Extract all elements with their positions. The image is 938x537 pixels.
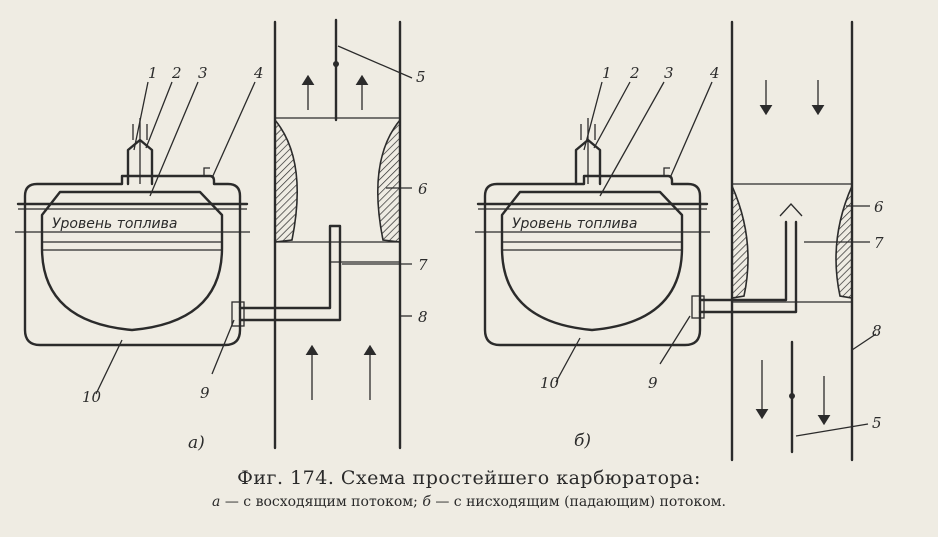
panel-b: 1 2 3 4 5 6 7 8 9 10 Уровень топлива б): [475, 20, 884, 462]
callout-a-3: 3: [198, 64, 208, 82]
float-a: [40, 190, 224, 332]
venturi-right-a: [376, 117, 401, 243]
float-b: [500, 190, 684, 332]
callout-b-1: 1: [602, 64, 612, 82]
callout-a-10: 10: [82, 388, 102, 406]
callout-a-2: 2: [171, 64, 182, 82]
jet-nozzle-a: [238, 224, 342, 322]
fuel-level-label-b: Уровень топлива: [512, 216, 637, 232]
callout-a-5: 5: [416, 68, 426, 86]
caption-text-b: — с нисходящим (падающим) потоком.: [430, 494, 726, 510]
callout-b-3: 3: [664, 64, 674, 82]
calibrated-jet-a: [231, 301, 245, 327]
venturi-left-b: [731, 185, 749, 299]
jet-nozzle-b: [698, 220, 798, 314]
caption-letter-b: б: [422, 494, 431, 510]
fuel-level-label-a: Уровень топлива: [52, 216, 177, 232]
callout-b-2: 2: [629, 64, 640, 82]
callout-a-8: 8: [418, 308, 428, 326]
venturi-left-a: [274, 117, 299, 243]
callout-b-6: 6: [874, 198, 884, 216]
callout-b-10: 10: [540, 374, 560, 392]
float-chamber-a: [23, 174, 242, 347]
callout-a-1: 1: [148, 64, 158, 82]
callout-b-9: 9: [648, 374, 658, 392]
callout-a-4: 4: [253, 64, 264, 82]
caption-letter-a: а: [212, 494, 221, 510]
caption-title: Фиг. 174. Схема простейшего карбюратора:: [237, 467, 701, 489]
panel-label-b: б): [574, 431, 591, 451]
caption-subtitle: а — с восходящим потоком; б — с нисходящ…: [0, 492, 938, 512]
float-chamber-b: [483, 174, 702, 347]
caption-text-a: — с восходящим потоком;: [220, 494, 423, 510]
leaders-a: [95, 45, 413, 395]
callout-a-9: 9: [200, 384, 210, 402]
callout-a-6: 6: [418, 180, 428, 198]
panel-label-a: а): [188, 433, 205, 453]
callout-b-5: 5: [872, 414, 882, 432]
callout-b-8: 8: [872, 322, 882, 340]
callout-a-7: 7: [418, 256, 428, 274]
panel-a: 1 2 3 4 5 6 7 8 9 10 Уровень топлива а): [15, 18, 428, 453]
callout-b-7: 7: [874, 234, 884, 252]
leaders-b: [555, 81, 877, 437]
calibrated-jet-b: [691, 295, 705, 319]
callout-b-4: 4: [709, 64, 720, 82]
figure-caption: Фиг. 174. Схема простейшего карбюратора:…: [0, 466, 938, 512]
